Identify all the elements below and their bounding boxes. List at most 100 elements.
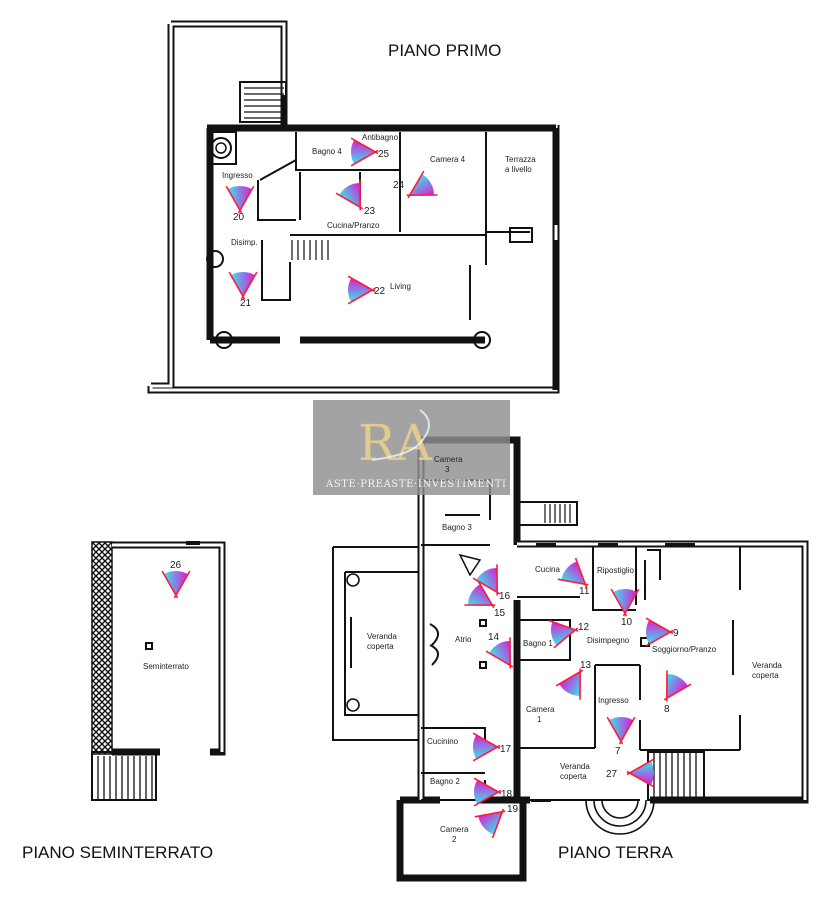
camera-number: 14 xyxy=(488,632,500,643)
camera-viewpoint-10[interactable]: 10 xyxy=(610,588,640,628)
room-cucina: Cucina xyxy=(535,565,560,574)
camera-viewpoint-15[interactable]: 15 xyxy=(464,580,506,619)
camera-number: 23 xyxy=(364,206,376,217)
room-cucina-pranzo: Cucina/Pranzo xyxy=(327,221,380,230)
room-camera-3-line2: 3 xyxy=(445,465,450,474)
room-ingresso-pt: Ingresso xyxy=(598,696,629,705)
basement-title: PIANO SEMINTERRATO xyxy=(22,843,213,862)
camera-viewpoint-9[interactable]: 9 xyxy=(645,617,679,647)
room-camera-1-line2: 1 xyxy=(537,715,542,724)
camera-number: 12 xyxy=(578,622,590,633)
camera-number: 19 xyxy=(507,804,519,815)
room-camera-3-line1: Camera xyxy=(434,455,463,464)
camera-viewpoint-19[interactable]: 19 xyxy=(474,800,519,839)
room-veranda-east-line1: Veranda xyxy=(752,661,782,670)
room-veranda-south-line2: coperta xyxy=(560,772,587,781)
camera-number: 7 xyxy=(615,746,621,757)
first-floor-plan: PIANO PRIMO Bagno 4 Antibagno Camera 4 T… xyxy=(147,20,560,394)
camera-viewpoint-26[interactable]: 26 xyxy=(161,560,191,599)
camera-cone-icon xyxy=(335,179,364,211)
camera-viewpoint-16[interactable]: 16 xyxy=(472,564,511,602)
room-antibagno: Antibagno xyxy=(362,133,399,142)
camera-cone-icon xyxy=(406,170,438,199)
room-ingresso-pp: Ingresso xyxy=(222,171,253,180)
camera-number: 27 xyxy=(606,769,618,780)
camera-number: 10 xyxy=(621,617,633,628)
camera-number: 11 xyxy=(579,586,590,597)
room-camera-2-line1: Camera xyxy=(440,825,469,834)
camera-viewpoint-7[interactable]: 7 xyxy=(606,716,636,757)
stairs xyxy=(239,81,287,123)
camera-viewpoint-27[interactable]: 27 xyxy=(606,758,655,788)
camera-number: 15 xyxy=(494,608,506,619)
ground-floor-north-stairs xyxy=(517,501,578,526)
camera-viewpoint-11[interactable]: 11 xyxy=(557,557,596,597)
camera-viewpoint-12[interactable]: 12 xyxy=(548,616,590,649)
camera-cone-icon xyxy=(548,619,579,649)
camera-viewpoint-24[interactable]: 24 xyxy=(393,170,438,208)
camera-viewpoint-17[interactable]: 17 xyxy=(472,732,512,762)
camera-number: 20 xyxy=(233,212,245,223)
room-atrio: Atrio xyxy=(455,635,472,644)
ground-floor-title: PIANO TERRA xyxy=(558,843,674,862)
camera-cone-icon xyxy=(228,271,258,300)
camera-viewpoint-23[interactable]: 23 xyxy=(335,179,376,217)
camera-cone-icon xyxy=(555,668,584,700)
camera-number: 16 xyxy=(499,591,511,602)
room-disimpegno: Disimpegno xyxy=(587,636,630,645)
camera-number: 25 xyxy=(378,149,390,160)
camera-3-label: Camera 3 xyxy=(434,455,463,474)
camera-number: 8 xyxy=(664,704,670,715)
ground-floor-entrance-stairs xyxy=(585,751,705,835)
room-terrazza-line1: Terrazza xyxy=(505,155,536,164)
camera-viewpoint-8[interactable]: 8 xyxy=(654,670,692,715)
room-veranda-south-line1: Veranda xyxy=(560,762,590,771)
camera-number: 26 xyxy=(170,560,182,571)
camera-cone-icon xyxy=(626,758,655,788)
camera-cone-icon xyxy=(474,808,506,839)
room-camera-1-line1: Camera xyxy=(526,705,555,714)
room-living: Living xyxy=(390,282,411,291)
room-camera-4: Camera 4 xyxy=(430,155,466,164)
room-bagno-3: Bagno 3 xyxy=(442,523,472,532)
camera-viewpoint-14[interactable]: 14 xyxy=(485,632,523,674)
camera-cone-icon xyxy=(161,570,191,599)
camera-cone-icon xyxy=(225,185,255,214)
room-veranda-west-line2: coperta xyxy=(367,642,394,651)
watermark: RA ASTE·PREASTE·INVESTIMENTI xyxy=(313,400,510,495)
camera-cone-icon xyxy=(645,617,674,647)
camera-number: 13 xyxy=(580,660,592,671)
room-veranda-east-line2: coperta xyxy=(752,671,779,680)
camera-cone-icon xyxy=(485,637,514,669)
camera-cone-icon xyxy=(464,580,496,609)
camera-number: 18 xyxy=(501,789,513,800)
room-seminterrato: Seminterrato xyxy=(143,662,189,671)
room-bagno-1: Bagno 1 xyxy=(523,639,553,648)
camera-viewpoint-25[interactable]: 25 xyxy=(350,137,390,167)
camera-cone-icon xyxy=(610,588,640,617)
camera-number: 24 xyxy=(393,180,405,191)
camera-cone-icon xyxy=(606,716,636,745)
camera-viewpoint-22[interactable]: 22 xyxy=(347,275,386,305)
room-bagno-4: Bagno 4 xyxy=(312,147,342,156)
basement-stairs xyxy=(91,751,157,801)
camera-viewpoint-20[interactable]: 20 xyxy=(225,185,255,223)
camera-cone-icon xyxy=(663,670,692,702)
camera-cone-icon xyxy=(472,732,501,762)
room-soggiorno-pranzo: Soggiorno/Pranzo xyxy=(652,645,717,654)
basement-plan: Seminterrato PIANO SEMINTERRATO xyxy=(22,541,226,862)
camera-number: 21 xyxy=(240,298,252,309)
camera-cone-icon xyxy=(347,275,376,305)
camera-viewpoint-21[interactable]: 21 xyxy=(228,271,258,309)
camera-cone-icon xyxy=(350,137,379,167)
room-disimp: Disimp. xyxy=(231,238,258,247)
camera-number: 22 xyxy=(374,286,386,297)
camera-number: 17 xyxy=(500,744,512,755)
camera-viewpoint-13[interactable]: 13 xyxy=(555,660,593,700)
room-terrazza-line2: a livello xyxy=(505,165,532,174)
camera-number: 9 xyxy=(673,628,679,639)
room-cucinino: Cucinino xyxy=(427,737,459,746)
camera-viewpoint-18[interactable]: 18 xyxy=(473,777,513,807)
